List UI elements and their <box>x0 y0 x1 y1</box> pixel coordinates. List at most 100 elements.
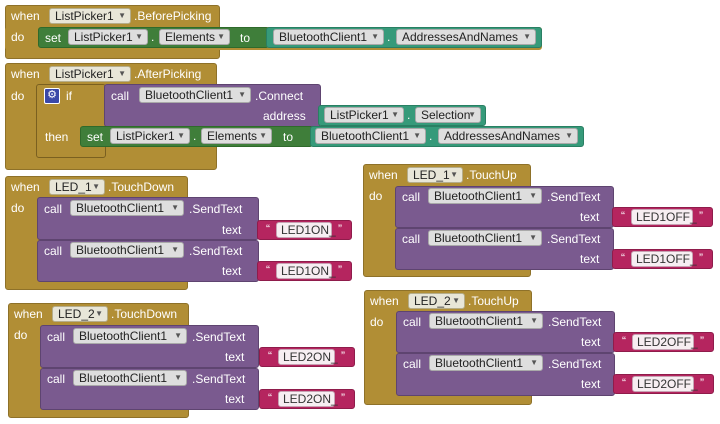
method-name: .SendText <box>547 232 601 246</box>
quote-close: ” <box>338 222 342 236</box>
call-label: call <box>403 357 422 371</box>
quote-close: ” <box>341 349 345 363</box>
do-label: do <box>11 89 25 103</box>
event-name: .AfterPicking <box>134 67 202 81</box>
client-dropdown[interactable]: BluetoothClient1▼ <box>429 355 543 371</box>
dot-separator: . <box>387 30 391 44</box>
chevron-down-icon: ▼ <box>468 110 476 119</box>
component-dropdown[interactable]: LED_2▼ <box>408 293 465 309</box>
set-label: set <box>45 31 62 45</box>
component-dropdown[interactable]: ListPicker1▼ <box>49 66 131 82</box>
client-dropdown[interactable]: BluetoothClient1▼ <box>429 313 543 329</box>
event-name: .TouchDown <box>108 180 175 194</box>
quote-open: “ <box>622 334 626 348</box>
get-component-dropdown[interactable]: BluetoothClient1▼ <box>315 128 426 144</box>
to-label: to <box>240 31 251 45</box>
chevron-down-icon: ▼ <box>530 358 538 367</box>
text-value[interactable]: LED1OFF_ <box>631 209 697 225</box>
method-name: .SendText <box>192 330 246 344</box>
call-label: call <box>47 372 66 386</box>
chevron-down-icon: ▼ <box>135 32 143 41</box>
method-name: .SendText <box>548 357 602 371</box>
call-label: call <box>403 315 422 329</box>
method-name: .Connect <box>255 89 304 103</box>
quote-close: ” <box>700 376 704 390</box>
param-label: text <box>580 210 600 224</box>
do-label: do <box>370 315 384 329</box>
get-component-dropdown[interactable]: BluetoothClient1▼ <box>273 29 384 45</box>
set-label: set <box>87 130 104 144</box>
text-value[interactable]: LED2ON_ <box>278 391 338 407</box>
quote-open: “ <box>266 263 270 277</box>
method-name: .SendText <box>547 190 601 204</box>
set-component-dropdown[interactable]: ListPicker1▼ <box>68 29 148 45</box>
set-property-dropdown[interactable]: Elements▼ <box>159 29 230 45</box>
selection-component-dropdown[interactable]: ListPicker1▼ <box>324 107 404 123</box>
when-label: when <box>14 307 43 321</box>
chevron-down-icon: ▼ <box>92 182 100 191</box>
do-label: do <box>369 189 383 203</box>
text-value[interactable]: LED2OFF_ <box>632 376 698 392</box>
chevron-down-icon: ▼ <box>217 32 225 41</box>
dot-separator: . <box>407 108 411 122</box>
text-value[interactable]: LED1ON_ <box>276 263 336 279</box>
event-name: .TouchDown <box>111 307 178 321</box>
chevron-down-icon: ▼ <box>565 131 573 140</box>
quote-close: ” <box>341 391 345 405</box>
chevron-down-icon: ▼ <box>529 191 537 200</box>
chevron-down-icon: ▼ <box>450 170 458 179</box>
call-label: call <box>44 202 63 216</box>
chevron-down-icon: ▼ <box>452 296 460 305</box>
selection-property-dropdown[interactable]: Selection▼ <box>415 107 481 123</box>
text-value[interactable]: LED2OFF_ <box>632 334 698 350</box>
get-property-dropdown[interactable]: AddressesAndNames▼ <box>438 128 578 144</box>
client-dropdown[interactable]: BluetoothClient1▼ <box>73 328 187 344</box>
gear-icon[interactable]: ⚙ <box>44 88 60 104</box>
chevron-down-icon: ▼ <box>174 331 182 340</box>
when-label: when <box>11 67 40 81</box>
quote-open: “ <box>621 209 625 223</box>
to-label: to <box>283 130 294 144</box>
do-label: do <box>11 30 25 44</box>
quote-open: “ <box>622 376 626 390</box>
text-value[interactable]: LED1OFF_ <box>631 251 697 267</box>
text-value[interactable]: LED1ON_ <box>276 222 336 238</box>
call-label: call <box>402 190 421 204</box>
chevron-down-icon: ▼ <box>171 203 179 212</box>
call-label: call <box>402 232 421 246</box>
dot-separator: . <box>429 129 433 143</box>
chevron-down-icon: ▼ <box>523 32 531 41</box>
when-label: when <box>11 180 40 194</box>
component-dropdown[interactable]: LED_1▼ <box>49 179 105 195</box>
quote-close: ” <box>338 263 342 277</box>
when-label: when <box>369 168 398 182</box>
client-dropdown[interactable]: BluetoothClient1▼ <box>70 242 184 258</box>
client-dropdown[interactable]: BluetoothClient1▼ <box>70 200 184 216</box>
client-dropdown[interactable]: BluetoothClient1▼ <box>428 230 542 246</box>
component-dropdown[interactable]: LED_2▼ <box>52 306 108 322</box>
quote-open: “ <box>621 251 625 265</box>
chevron-down-icon: ▼ <box>174 373 182 382</box>
then-label: then <box>45 130 69 144</box>
param-label: text <box>222 223 242 237</box>
get-property-dropdown[interactable]: AddressesAndNames▼ <box>396 29 536 45</box>
set-component-dropdown[interactable]: ListPicker1▼ <box>110 128 190 144</box>
component-dropdown[interactable]: ListPicker1▼ <box>49 8 131 24</box>
method-name: .SendText <box>189 244 243 258</box>
do-label: do <box>14 328 28 342</box>
call-label: call <box>44 244 63 258</box>
set-property-dropdown[interactable]: Elements▼ <box>201 128 272 144</box>
component-dropdown[interactable]: LED_1▼ <box>407 167 463 183</box>
param-label: text <box>581 335 601 349</box>
client-dropdown[interactable]: BluetoothClient1▼ <box>73 370 187 386</box>
quote-close: ” <box>700 334 704 348</box>
client-dropdown[interactable]: BluetoothClient1▼ <box>139 87 251 103</box>
param-label: text <box>225 392 245 406</box>
text-value[interactable]: LED2ON_ <box>278 349 338 365</box>
call-label: call <box>111 89 130 103</box>
event-name: .BeforePicking <box>134 9 212 23</box>
call-label: call <box>47 330 66 344</box>
client-dropdown[interactable]: BluetoothClient1▼ <box>428 188 542 204</box>
event-name: .TouchUp <box>468 294 519 308</box>
chevron-down-icon: ▼ <box>95 309 103 318</box>
